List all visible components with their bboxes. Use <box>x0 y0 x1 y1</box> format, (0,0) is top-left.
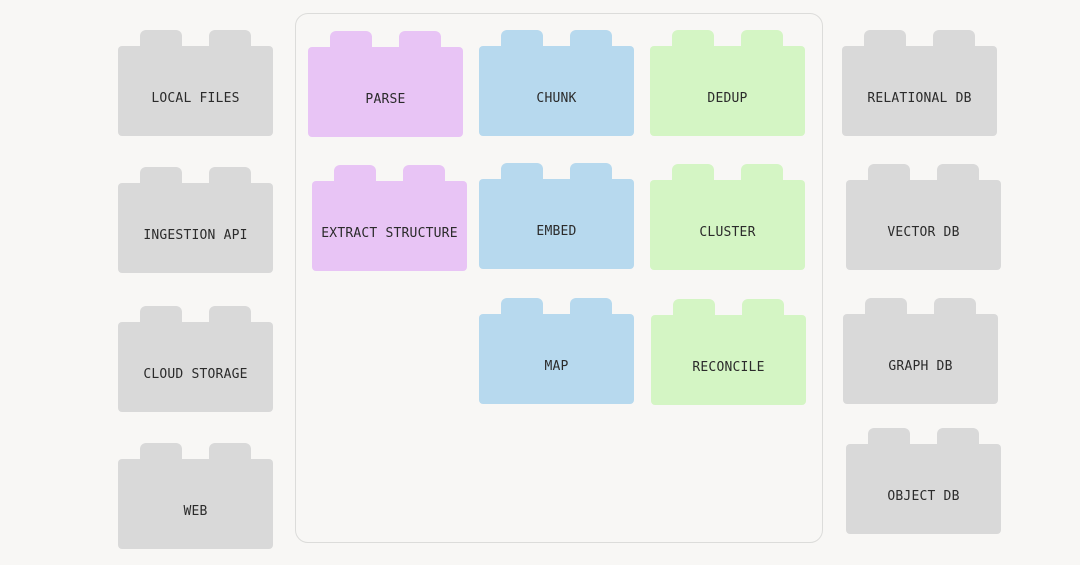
pipeline-block-dedup: DEDUP <box>650 30 805 136</box>
block-body: GRAPH DB <box>843 314 998 404</box>
block-label: GRAPH DB <box>888 358 953 374</box>
destination-block-relational-db: RELATIONAL DB <box>842 30 997 136</box>
block-body: RELATIONAL DB <box>842 46 997 136</box>
block-label: PARSE <box>365 91 406 107</box>
source-block-local-files: LOCAL FILES <box>118 30 273 136</box>
pipeline-frame <box>295 13 823 543</box>
pipeline-block-chunk: CHUNK <box>479 30 634 136</box>
block-body: DEDUP <box>650 46 805 136</box>
block-label: CLUSTER <box>699 224 756 240</box>
block-label: CLOUD STORAGE <box>143 366 248 382</box>
source-block-web: WEB <box>118 443 273 549</box>
block-body: VECTOR DB <box>846 180 1001 270</box>
pipeline-block-extract-structure: EXTRACT STRUCTURE <box>312 165 467 271</box>
block-body: MAP <box>479 314 634 404</box>
pipeline-block-cluster: CLUSTER <box>650 164 805 270</box>
block-label: CHUNK <box>536 90 577 106</box>
block-body: LOCAL FILES <box>118 46 273 136</box>
block-body: EXTRACT STRUCTURE <box>312 181 467 271</box>
pipeline-block-parse: PARSE <box>308 31 463 137</box>
destination-block-vector-db: VECTOR DB <box>846 164 1001 270</box>
source-block-ingestion-api: INGESTION API <box>118 167 273 273</box>
block-label: WEB <box>183 503 208 519</box>
block-body: RECONCILE <box>651 315 806 405</box>
destination-block-object-db: OBJECT DB <box>846 428 1001 534</box>
block-body: PARSE <box>308 47 463 137</box>
block-label: EXTRACT STRUCTURE <box>321 225 458 241</box>
source-block-cloud-storage: CLOUD STORAGE <box>118 306 273 412</box>
destination-block-graph-db: GRAPH DB <box>843 298 998 404</box>
pipeline-block-map: MAP <box>479 298 634 404</box>
block-label: INGESTION API <box>143 227 248 243</box>
pipeline-block-reconcile: RECONCILE <box>651 299 806 405</box>
block-body: INGESTION API <box>118 183 273 273</box>
block-label: RECONCILE <box>692 359 765 375</box>
block-label: MAP <box>544 358 569 374</box>
block-label: EMBED <box>536 223 577 239</box>
block-label: DEDUP <box>707 90 748 106</box>
block-body: CLUSTER <box>650 180 805 270</box>
block-label: LOCAL FILES <box>151 90 240 106</box>
block-label: VECTOR DB <box>887 224 960 240</box>
pipeline-block-embed: EMBED <box>479 163 634 269</box>
block-body: CHUNK <box>479 46 634 136</box>
block-body: OBJECT DB <box>846 444 1001 534</box>
block-label: RELATIONAL DB <box>867 90 972 106</box>
block-label: OBJECT DB <box>887 488 960 504</box>
block-body: EMBED <box>479 179 634 269</box>
block-body: WEB <box>118 459 273 549</box>
block-body: CLOUD STORAGE <box>118 322 273 412</box>
